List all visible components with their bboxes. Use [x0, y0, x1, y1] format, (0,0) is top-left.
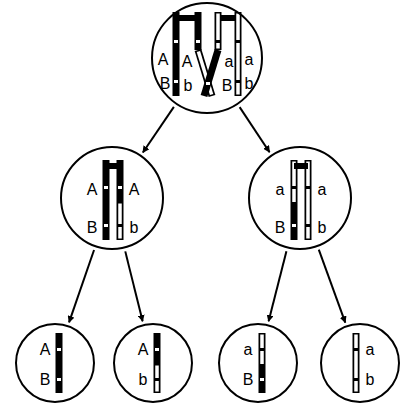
- allele-label: A: [87, 182, 98, 198]
- chromatid: [155, 333, 159, 393]
- allele-label: b: [184, 78, 193, 94]
- allele-label: B: [275, 220, 286, 236]
- division-arrow: [319, 250, 346, 323]
- sister-chromatids: [292, 160, 310, 240]
- allele-label: b: [245, 76, 254, 92]
- allele-label: A: [40, 342, 51, 358]
- division-arrow: [269, 251, 287, 321]
- allele-label: a: [276, 182, 285, 198]
- allele-label: A: [138, 342, 149, 358]
- allele-label: A: [182, 54, 193, 70]
- cell-circle: AB: [15, 323, 95, 403]
- chromatid: [260, 333, 264, 393]
- allele-label: a: [244, 342, 253, 358]
- allele-label: A: [129, 182, 140, 198]
- allele-label: b: [139, 372, 148, 388]
- allele-label: a: [318, 182, 327, 198]
- cell-circle: AAaaBbBb: [151, 2, 263, 114]
- crossover: [198, 50, 218, 96]
- chromatid: [57, 333, 61, 393]
- allele-label: b: [318, 220, 327, 236]
- cell-circle: Ab: [113, 323, 193, 403]
- cell-circle: ab: [320, 323, 400, 403]
- allele-label: A: [158, 52, 169, 68]
- cell-circle: aB: [218, 323, 298, 403]
- cell-circle: A A Bb: [60, 146, 164, 250]
- allele-label: b: [130, 220, 139, 236]
- division-arrow: [240, 107, 270, 152]
- allele-label: a: [225, 54, 234, 70]
- allele-label: B: [40, 372, 51, 388]
- allele-label: B: [87, 220, 98, 236]
- allele-label: B: [222, 78, 233, 94]
- division-arrow: [69, 250, 94, 322]
- allele-label: a: [366, 342, 375, 358]
- allele-label: a: [245, 52, 254, 68]
- division-arrow: [143, 107, 174, 153]
- sister-chromatids: [104, 160, 122, 240]
- allele-label: b: [366, 372, 375, 388]
- division-arrow: [125, 251, 142, 321]
- allele-label: B: [160, 76, 171, 92]
- cell-circle: a aBb: [248, 146, 352, 250]
- chromatid: [354, 333, 358, 393]
- allele-label: B: [243, 372, 254, 388]
